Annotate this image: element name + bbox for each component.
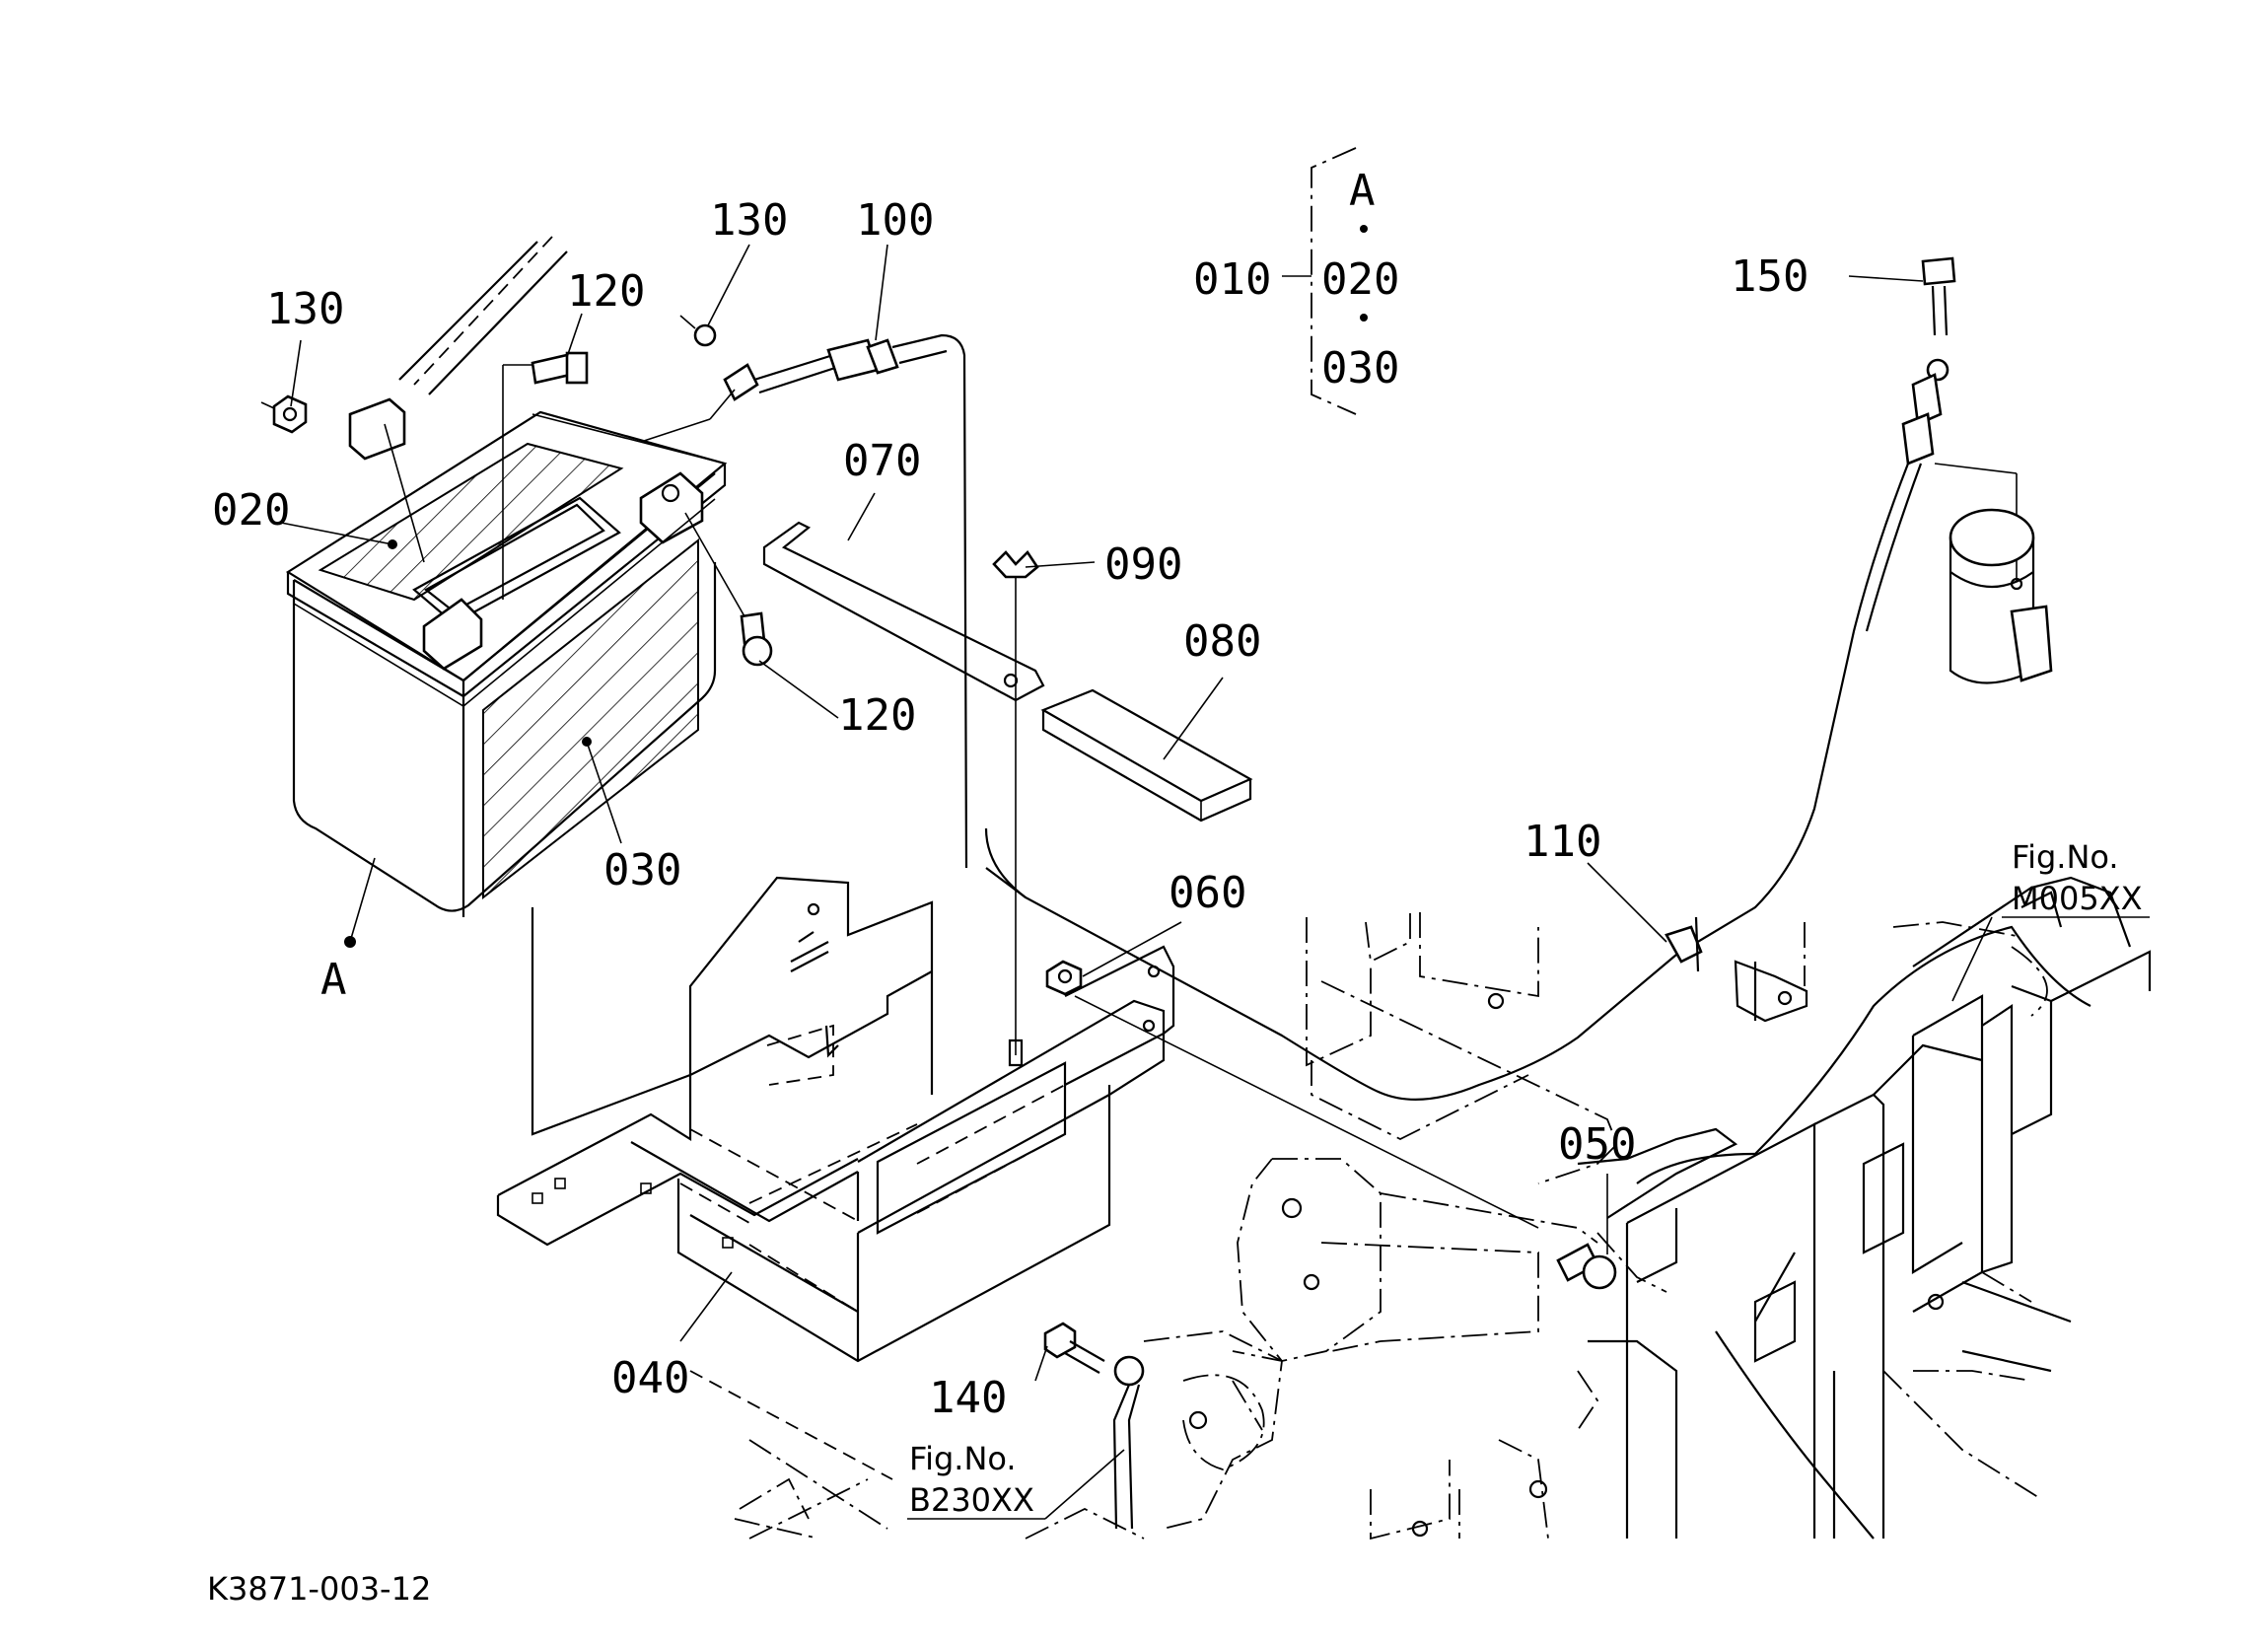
callout-110: 110 (1524, 817, 1601, 867)
tractor-frame-context (734, 876, 2152, 1540)
hold-down-bar-070 (762, 521, 1045, 702)
set-member-020: 020 (1321, 254, 1399, 305)
callout-030: 030 (603, 845, 681, 895)
drawing-code: K3871-003-12 (207, 1570, 431, 1608)
ground-cable (1112, 1384, 1141, 1530)
figref-label-bottom: Fig.No. (909, 1440, 1017, 1477)
battery-assembly (285, 410, 728, 917)
figref-label-right: Fig.No. (2012, 838, 2119, 876)
pad-080 (1040, 688, 1253, 823)
battery-side-label (482, 537, 699, 900)
nut-060 (1045, 960, 1539, 1229)
callout-050: 050 (1558, 1119, 1636, 1170)
callout-080: 080 (1183, 616, 1261, 667)
cable-150 (1675, 256, 2018, 956)
battery-tray-040 (496, 876, 1175, 1363)
set-label-A: A (1349, 166, 1376, 216)
bolt-120-lower (684, 512, 773, 667)
callout-100: 100 (856, 195, 934, 246)
callout-060: 060 (1169, 868, 1246, 918)
callout-150: 150 (1731, 251, 1808, 302)
cable-path-a (413, 236, 553, 386)
bolt-140 (1043, 1322, 1145, 1387)
callout-130-left: 130 (266, 284, 344, 334)
frame-hidden-line (689, 1370, 893, 1480)
callout-040: 040 (611, 1353, 689, 1403)
callout-090: 090 (1104, 539, 1182, 590)
main-cable (985, 867, 1677, 1101)
callout-140: 140 (929, 1373, 1007, 1423)
terminal-cap (348, 397, 406, 461)
clamp-110 (1665, 916, 1808, 1023)
callout-leaders (280, 244, 2150, 1520)
callout-120-top: 120 (567, 266, 645, 317)
bolt-050 (1556, 1243, 1617, 1290)
callout-120-lower: 120 (838, 690, 916, 741)
callout-A: A (320, 955, 347, 1005)
tray-hidden-lines (679, 1182, 859, 1313)
bolt-120-top (531, 351, 589, 385)
marker-dot-030 (582, 737, 592, 747)
battery-top-label (318, 442, 624, 602)
figref-code-bottom: B230XX (909, 1481, 1034, 1519)
set-bracket (1282, 147, 1368, 415)
marker-dot-020 (388, 539, 397, 549)
marker-dot-A (344, 936, 356, 948)
battery-cable-100 (640, 315, 1027, 898)
callout-020: 020 (212, 485, 290, 536)
nut-130-left (260, 394, 308, 434)
set-member-030: 030 (1321, 343, 1399, 394)
starter-solenoid (1949, 508, 2053, 684)
callout-070: 070 (843, 436, 921, 486)
wing-nut-090 (992, 549, 1039, 1067)
callout-130-top: 130 (710, 195, 788, 246)
figref-code-right: M005XX (2012, 880, 2143, 917)
set-parent-010: 010 (1193, 254, 1271, 305)
